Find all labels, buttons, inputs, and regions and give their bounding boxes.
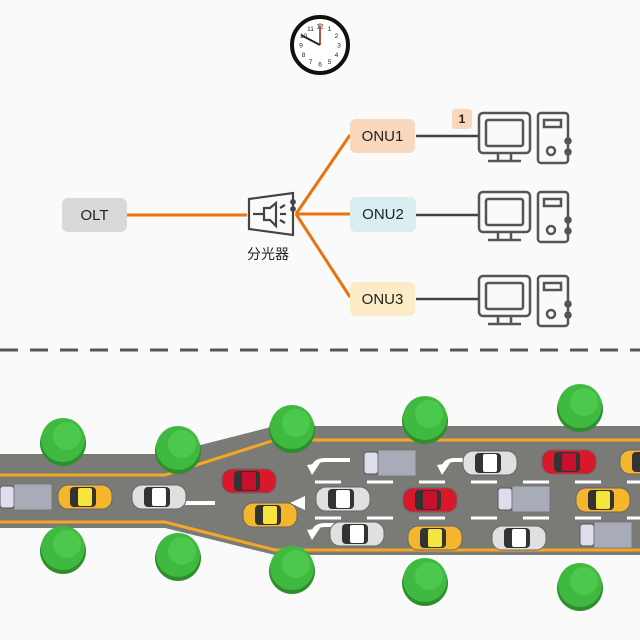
trees [40,384,603,611]
clock-number: 9 [299,43,303,50]
splitter-label: 分光器 [247,247,289,263]
onu-pc-links [416,134,478,301]
lane-arrows [290,458,480,540]
onu3-node[interactable]: ONU3 [350,282,415,316]
splitter-onu3-link [294,213,352,298]
car-icon [402,487,458,513]
tree-icon [557,384,603,432]
clock-number: 7 [309,59,313,66]
clock-number: 3 [337,43,341,50]
straight-arrow-icon [290,496,305,510]
tree-icon [155,533,201,581]
car-icon [242,502,298,528]
tree-icon [40,526,86,574]
car-icon [541,449,597,475]
onu2-node[interactable]: ONU2 [350,197,416,232]
truck-icon [363,449,417,477]
packet-badge: 1 [452,109,472,129]
computers [477,111,572,328]
clock-number: 2 [335,33,339,40]
computer-icon [477,274,572,328]
truck-icon [497,485,551,513]
arrow-head [437,463,450,475]
car-icon [329,521,385,547]
car-icon [131,484,187,510]
tree-icon [557,563,603,611]
olt-label: OLT [80,206,109,224]
computer-icon [477,111,572,165]
clock-number: 1 [328,26,332,33]
tree-icon [269,405,315,453]
car-icon [57,484,113,510]
computer-icon [477,190,572,244]
truck-icon [0,483,53,511]
road-edge-bottom [0,520,640,552]
splitter-onu1-link [294,134,352,215]
car-icon [462,450,518,476]
tree-icon [402,558,448,606]
splitter-icon [247,191,296,237]
clock-hour-hand [300,34,321,46]
lane-dashes [315,480,640,520]
clock-number: 5 [328,59,332,66]
vehicles [0,449,640,551]
car-icon [575,487,631,513]
onu1-node[interactable]: ONU1 [350,119,415,153]
onu2-label: ONU2 [362,206,404,223]
olt-node[interactable]: OLT [62,198,127,232]
tree-icon [269,546,315,594]
onu1-label: ONU1 [361,127,404,145]
clock-number: 4 [335,52,339,59]
clock-number: 6 [318,62,322,69]
arrow-head [307,463,320,475]
tree-icon [155,426,201,474]
car-icon [491,525,547,551]
clock: 121234567891011 [290,15,350,75]
car-icon [221,468,277,494]
truck-icon [579,521,633,549]
tree-icon [402,396,448,444]
car-icon [407,525,463,551]
car-icon [315,486,371,512]
fiber-links [127,134,352,298]
car-icon [619,449,640,475]
arrow-head [307,528,320,540]
clock-number: 8 [302,52,306,59]
onu3-label: ONU3 [361,290,404,308]
road-edge-top [0,438,640,477]
tree-icon [40,418,86,466]
clock-number: 11 [307,26,314,33]
